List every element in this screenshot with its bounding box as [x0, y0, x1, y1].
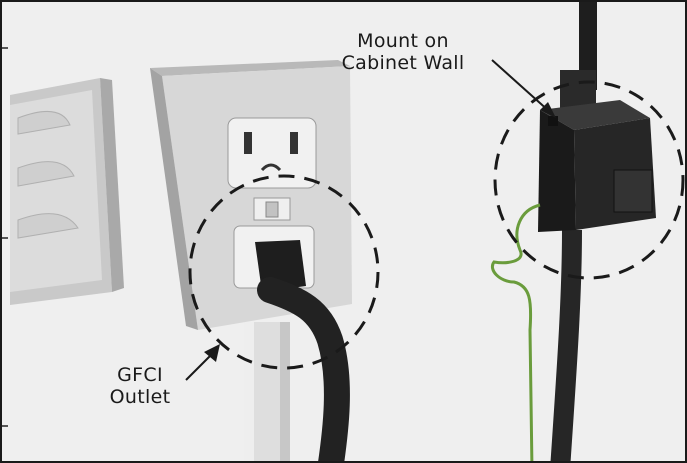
- gfci-callout-label: GFCI Outlet: [100, 364, 180, 408]
- gfci-label-line1: GFCI: [100, 364, 180, 386]
- mount-label-line1: Mount on: [318, 30, 488, 52]
- mount-label-line2: Cabinet Wall: [318, 52, 488, 74]
- vent-panel: [10, 78, 124, 305]
- gfci-label-line2: Outlet: [100, 386, 180, 408]
- conduit-pole: [244, 322, 290, 463]
- mount-callout-label: Mount on Cabinet Wall: [318, 30, 488, 74]
